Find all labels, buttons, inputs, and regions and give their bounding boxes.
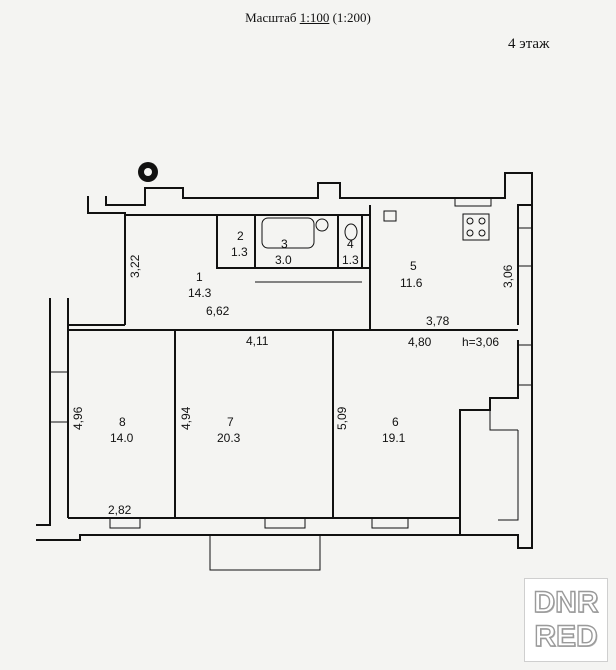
dim-4-94: 4,94: [179, 406, 193, 430]
room-3-area: 3.0: [275, 253, 292, 267]
dim-2-82: 2,82: [108, 503, 132, 517]
room-5-number: 5: [410, 259, 417, 273]
room-4-area: 1.3: [342, 253, 359, 267]
dim-5-09: 5,09: [335, 406, 349, 430]
room-7-number: 7: [227, 415, 234, 429]
toilet-icon: [344, 223, 358, 241]
room-6-number: 6: [392, 415, 399, 429]
stove-icon: [462, 213, 490, 241]
room-2-number: 2: [237, 229, 244, 243]
windows: [49, 197, 533, 529]
scale-header: Масштаб 1:100 (1:200): [0, 10, 616, 26]
room-8-area: 14.0: [110, 431, 134, 445]
room-8-number: 8: [119, 415, 126, 429]
floor-label: 4 этаж: [508, 36, 550, 52]
room-2-area: 1.3: [231, 245, 248, 259]
dim-6-62: 6,62: [206, 304, 230, 318]
bathtub-icon: [261, 217, 315, 249]
dim-3-22: 3,22: [128, 254, 142, 278]
dimension-labels: 3,22 6,62 3,06 3,78 4,11 4,80 h=3,06 4,9…: [71, 254, 515, 517]
ceiling-height: h=3,06: [462, 335, 499, 349]
scale-main: 1:100: [299, 10, 330, 25]
dim-4-96: 4,96: [71, 406, 85, 430]
watermark-line1: DNR: [533, 585, 599, 619]
watermark-line2: RED: [534, 619, 599, 653]
scale-prefix: Масштаб: [245, 10, 300, 25]
dim-4-80: 4,80: [408, 335, 432, 349]
dim-3-06: 3,06: [501, 264, 515, 288]
room-3-number: 3: [281, 237, 288, 251]
dim-3-78: 3,78: [426, 314, 450, 328]
room-5-area: 11.6: [400, 276, 423, 290]
room-labels: 1 14.3 2 1.3 3 3.0 4 1.3 5 11.6 6 19.1 7…: [110, 229, 423, 445]
sink-icon: [315, 218, 329, 232]
dim-4-11: 4,11: [246, 334, 269, 348]
interior-walls: [68, 205, 518, 518]
fixtures: [138, 162, 490, 249]
watermark-logo: DNR RED: [524, 578, 608, 662]
room-1-number: 1: [196, 270, 203, 284]
scale-alt: (1:200): [329, 10, 371, 25]
room-4-number: 4: [347, 237, 354, 251]
kitchen-sink-icon: [383, 210, 397, 222]
room-6-area: 19.1: [382, 431, 406, 445]
room-1-area: 14.3: [188, 286, 212, 300]
room-7-area: 20.3: [217, 431, 241, 445]
